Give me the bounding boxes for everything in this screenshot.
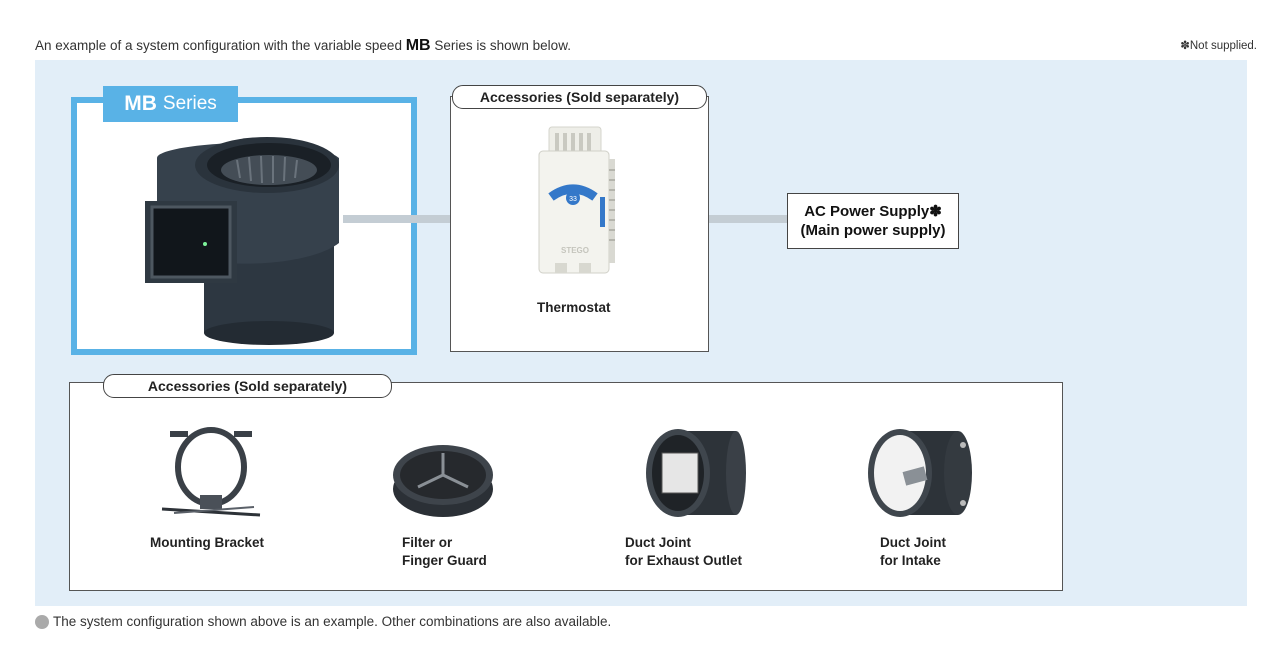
wire-fan-to-thermostat [343,215,533,223]
intro-prefix: An example of a system configuration wit… [35,38,402,53]
accessories-box-bottom: Mounting Bracket Filter or Finger Guard … [69,382,1063,591]
accessories-tag-bottom: Accessories (Sold separately) [103,374,392,398]
power-supply-line2: (Main power supply) [800,222,946,239]
mb-series-box [71,97,417,355]
accessories-tag-top: Accessories (Sold separately) [452,85,707,109]
blower-fan-image [145,137,339,345]
accessory-item [860,423,980,528]
mounting-bracket-image [161,427,261,517]
bullet-dot-icon [35,614,49,629]
accessory-item [638,423,748,528]
duct-joint-intake-image [868,429,972,517]
footer-text: The system configuration shown above is … [53,614,612,629]
not-supplied-note: ✽Not supplied. [1180,40,1257,52]
accessory-label: Duct Joint for Intake [880,535,946,569]
mb-series-bold: MB [124,92,157,115]
accessory-label: Mounting Bracket [150,535,265,550]
intro-suffix: Series is shown below. [434,38,571,53]
thermostat-image: 33 STEGO [538,126,615,274]
footer-note: The system configuration shown above is … [35,614,611,629]
power-supply-line1: AC Power Supply✽ [804,202,942,220]
thermostat-label: Thermostat [537,300,611,315]
svg-text:33: 33 [569,196,577,203]
intro-text: An example of a system configuration wit… [35,37,571,55]
accessory-item [388,441,498,526]
accessories-box-top: 33 STEGO Thermostat [450,96,709,352]
accessory-item [156,427,266,527]
ac-power-supply-box: AC Power Supply✽ (Main power supply) [787,193,959,249]
accessory-label: Duct Joint for Exhaust Outlet [625,535,743,569]
svg-text:STEGO: STEGO [561,246,589,255]
accessory-label: Filter or Finger Guard [402,535,487,569]
mb-series-rest: Series [162,93,217,114]
filter-finger-guard-image [393,445,493,517]
intro-series-name: MB [405,37,431,54]
duct-joint-exhaust-image [646,429,746,517]
mb-series-label: MB Series [103,86,238,122]
